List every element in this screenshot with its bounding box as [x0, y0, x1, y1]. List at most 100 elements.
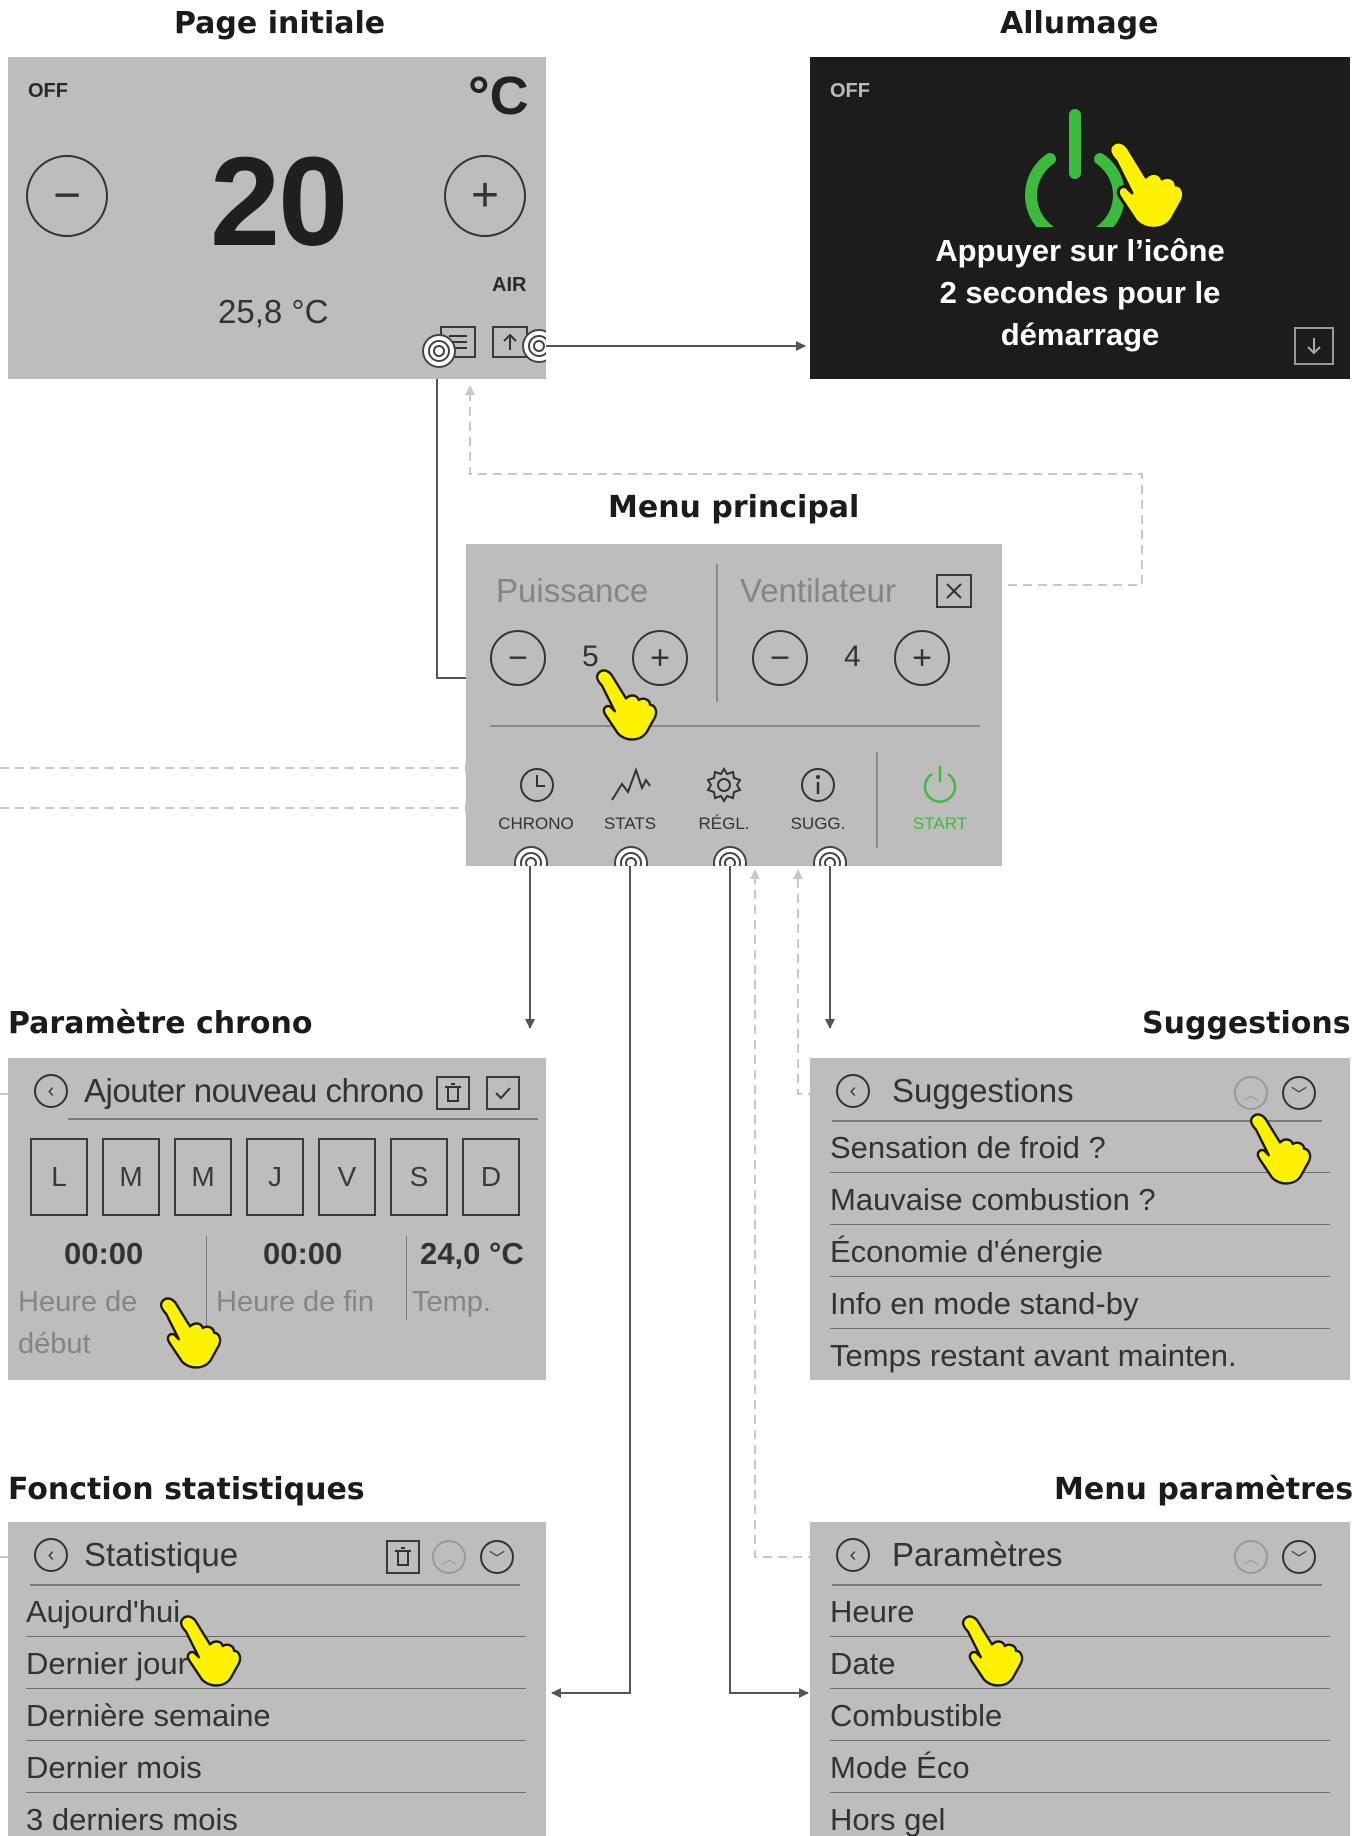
title-suggestions: Suggestions: [1142, 1006, 1351, 1041]
back-button[interactable]: ‹: [836, 1538, 870, 1572]
list-item[interactable]: Hors gel: [830, 1802, 946, 1836]
divider: [830, 1636, 1330, 1637]
day-thursday[interactable]: J: [246, 1138, 304, 1216]
temperature-value[interactable]: 24,0 °C: [420, 1236, 524, 1271]
trash-icon: [444, 1083, 462, 1103]
chrono-button[interactable]: CHRONO: [486, 760, 586, 840]
list-item[interactable]: Aujourd'hui: [26, 1594, 181, 1629]
scroll-up-button[interactable]: ︿: [1234, 1076, 1268, 1110]
clock-icon: [518, 766, 556, 804]
return-suggestions-to-main: [793, 869, 832, 1095]
chevron-down-icon: ﹀: [1290, 1087, 1307, 1104]
list-item[interactable]: Date: [830, 1646, 896, 1681]
tap-indicator-icon: [512, 844, 550, 866]
status-label: OFF: [830, 80, 870, 102]
delete-button[interactable]: [436, 1076, 470, 1110]
list-item[interactable]: Sensation de froid ?: [830, 1130, 1106, 1165]
temperature-label: Temp.: [412, 1286, 491, 1318]
instruction-line-3: démarrage: [1000, 317, 1160, 352]
divider: [490, 725, 980, 727]
list-item[interactable]: Temps restant avant mainten.: [830, 1338, 1237, 1373]
confirm-button[interactable]: [486, 1076, 520, 1110]
chevron-up-icon: ︿: [1242, 1551, 1259, 1568]
arrow-home-to-main-menu: [436, 362, 479, 683]
list-item[interactable]: Économie d'énergie: [830, 1234, 1104, 1269]
list-item[interactable]: Dernier jour: [26, 1646, 188, 1681]
scroll-up-button[interactable]: ︿: [1234, 1540, 1268, 1574]
start-time-value[interactable]: 00:00: [64, 1236, 144, 1271]
tap-indicator-icon: [612, 844, 650, 866]
trash-icon: [394, 1547, 412, 1567]
unit-label: °C: [468, 66, 529, 126]
return-settings-to-main: [750, 869, 832, 1558]
back-button[interactable]: ‹: [34, 1538, 68, 1572]
start-time-label: Heure de: [18, 1286, 138, 1318]
day-wednesday[interactable]: M: [174, 1138, 232, 1216]
gear-icon: [705, 766, 743, 804]
fan-increase-button[interactable]: +: [894, 630, 950, 686]
settings-label: RÉGL.: [698, 814, 750, 833]
back-icon: ‹: [849, 1543, 857, 1566]
list-item[interactable]: Mauvaise combustion ?: [830, 1182, 1156, 1217]
divider: [206, 1236, 207, 1366]
fan-decrease-button[interactable]: −: [752, 630, 808, 686]
suggestions-button[interactable]: SUGG.: [768, 760, 868, 840]
tap-indicator-icon: [420, 332, 458, 370]
power-decrease-button[interactable]: −: [490, 630, 546, 686]
power-icon: [920, 762, 960, 804]
divider: [68, 1118, 538, 1120]
back-button[interactable]: ‹: [836, 1074, 870, 1108]
list-item[interactable]: Dernier mois: [26, 1750, 202, 1785]
scroll-down-button[interactable]: ﹀: [1282, 1540, 1316, 1574]
increase-button[interactable]: +: [444, 155, 526, 237]
list-item[interactable]: Mode Éco: [830, 1750, 970, 1785]
list-item[interactable]: Info en mode stand-by: [830, 1286, 1139, 1321]
chrono-screen: ‹ Ajouter nouveau chrono L M M J V S D 0…: [8, 1058, 546, 1380]
scroll-down-button[interactable]: ﹀: [480, 1540, 514, 1574]
arrow-main-to-settings: [729, 866, 809, 1698]
pointing-hand-icon: [1248, 1106, 1312, 1190]
title-home: Page initiale: [174, 6, 386, 41]
close-button[interactable]: [936, 574, 972, 608]
list-item[interactable]: Dernière semaine: [26, 1698, 271, 1733]
start-button[interactable]: START: [890, 760, 990, 840]
divider: [830, 1172, 1330, 1173]
instruction-line-1: Appuyer sur l’icône: [935, 233, 1225, 268]
decrease-button[interactable]: −: [26, 155, 108, 237]
divider: [830, 1740, 1330, 1741]
divider: [830, 1688, 1330, 1689]
end-time-label: Heure de fin: [216, 1286, 374, 1318]
list-item[interactable]: Combustible: [830, 1698, 1003, 1733]
stats-button[interactable]: STATS: [580, 760, 680, 840]
day-friday[interactable]: V: [318, 1138, 376, 1216]
end-time-value[interactable]: 00:00: [263, 1236, 343, 1271]
divider: [26, 1688, 526, 1689]
status-label: OFF: [28, 80, 68, 102]
header-title: Statistique: [84, 1536, 239, 1573]
list-item[interactable]: Heure: [830, 1594, 915, 1629]
settings-button[interactable]: RÉGL.: [674, 760, 774, 840]
divider: [830, 1276, 1330, 1277]
title-main-menu: Menu principal: [608, 490, 860, 525]
scroll-up-button[interactable]: ︿: [432, 1540, 466, 1574]
day-sunday[interactable]: D: [462, 1138, 520, 1216]
main-menu-screen: Puissance Ventilateur − 5 + − 4 + CHRONO…: [466, 544, 1002, 866]
title-stats: Fonction statistiques: [8, 1472, 365, 1507]
back-button[interactable]: ‹: [34, 1074, 68, 1108]
divider: [832, 1584, 1322, 1586]
day-tuesday[interactable]: M: [102, 1138, 160, 1216]
day-monday[interactable]: L: [30, 1138, 88, 1216]
chevron-down-icon: ﹀: [1290, 1551, 1307, 1568]
pointing-hand-icon: [178, 1608, 242, 1692]
setpoint-temperature: 20: [210, 131, 348, 272]
divider: [830, 1328, 1330, 1329]
tap-indicator-icon: [811, 844, 849, 866]
scroll-down-button[interactable]: ﹀: [1282, 1076, 1316, 1110]
day-saturday[interactable]: S: [390, 1138, 448, 1216]
power-on-screen: OFF Appuyer sur l’icône 2 secondes pour …: [810, 57, 1350, 379]
power-increase-button[interactable]: +: [632, 630, 688, 686]
back-down-button[interactable]: [1294, 327, 1334, 365]
delete-button[interactable]: [386, 1540, 420, 1574]
list-item[interactable]: 3 derniers mois: [26, 1802, 238, 1836]
